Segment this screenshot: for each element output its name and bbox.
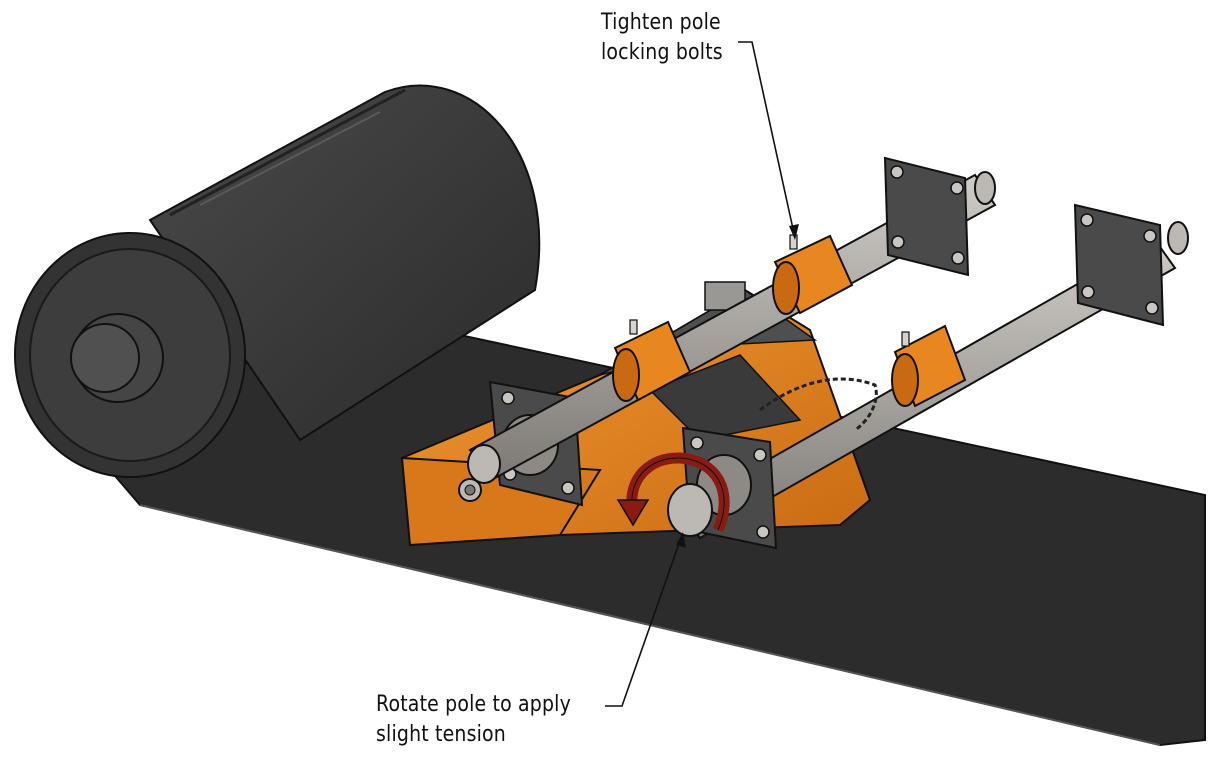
callout-tighten-bolts: Tighten pole locking bolts [601,8,723,68]
callout-rotate-pole: Rotate pole to apply slight tension [376,690,571,750]
rotation-arrow [616,452,730,533]
front-shaft-assembly [667,203,1189,550]
leader-rotate [605,532,686,707]
belt-roll [14,84,541,478]
callout-tighten-line2: locking bolts [601,40,723,65]
rear-collar-upper [772,234,854,315]
callout-rotate-line2: slight tension [376,722,506,747]
front-end-plate [1073,203,1189,327]
chain [759,377,878,432]
rear-collar-lower [612,319,692,402]
callout-tighten-line1: Tighten pole [601,10,721,35]
front-collar [891,324,967,408]
callout-rotate-line1: Rotate pole to apply [376,692,571,717]
front-shaft-end [667,483,713,537]
rear-end-plate [883,156,996,277]
leader-tighten [738,41,799,240]
rear-shaft-assembly [467,156,997,484]
